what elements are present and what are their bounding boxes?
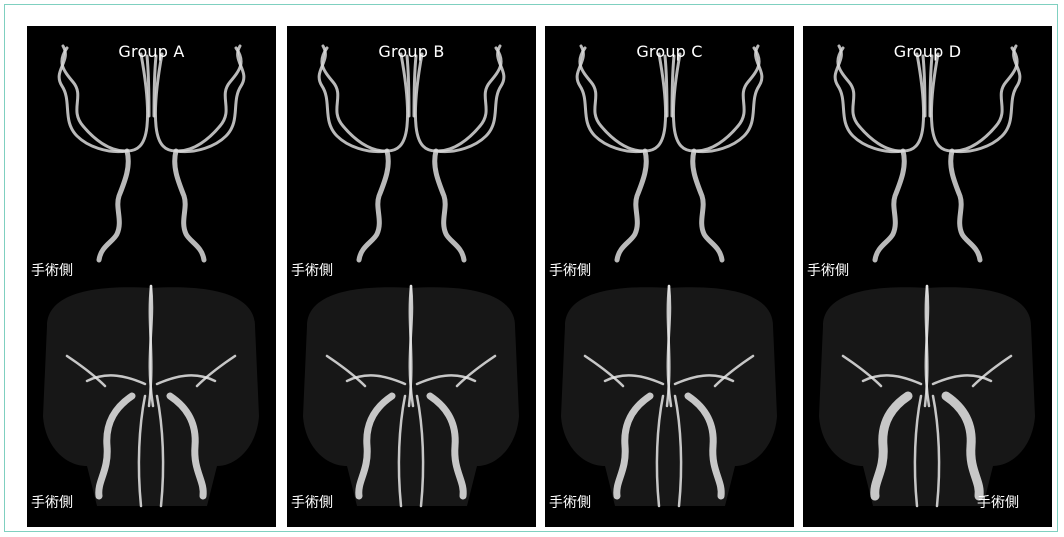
vessel-left: [645, 54, 666, 151]
lower-side-label: 手術側: [291, 492, 333, 512]
vessel-right: [693, 151, 722, 260]
vessel-left: [580, 48, 645, 151]
vessel-right-group: [673, 54, 694, 151]
vessel-left: [359, 151, 388, 260]
vessel-left: [617, 151, 646, 260]
group-title: Group A: [27, 42, 276, 61]
vessel-right-group: [952, 48, 1017, 151]
vessel-left: [387, 54, 408, 151]
vessel-right: [436, 48, 501, 151]
vessel-right: [694, 48, 759, 151]
vessel-left: [838, 48, 903, 151]
vessel-right-group: [931, 54, 952, 151]
vessel-right-group: [175, 151, 204, 260]
group-title: Group D: [803, 42, 1052, 61]
panel-group-d: Group D 手術側 手術側: [803, 26, 1052, 527]
vessel-right-group: [436, 48, 501, 151]
vessel-left: [127, 54, 148, 151]
panel-group-b: Group B 手術側 手術側: [287, 26, 536, 527]
group-title: Group B: [287, 42, 536, 61]
vessel-right: [951, 151, 980, 260]
vessel-left: [62, 48, 127, 151]
panel-group-a: Group A 手術側 手術側: [27, 26, 276, 527]
vessel-left: [99, 151, 128, 260]
vessel-right: [435, 151, 464, 260]
upper-side-label: 手術側: [291, 260, 333, 280]
figure-frame: Group A 手術側 手術側 Group B 手術側 手術側 Group C …: [4, 4, 1058, 532]
vessel-right-group: [694, 48, 759, 151]
vessel-left: [875, 151, 904, 260]
panel-group-c: Group C 手術側 手術側: [545, 26, 794, 527]
vessel-right: [415, 54, 436, 151]
vessel-right: [931, 54, 952, 151]
vessel-right: [155, 54, 176, 151]
lower-side-label: 手術側: [549, 492, 591, 512]
lower-side-label: 手術側: [31, 492, 73, 512]
lower-side-label: 手術側: [977, 492, 1019, 512]
vessel-right-group: [155, 54, 176, 151]
vessel-right-group: [693, 151, 722, 260]
vessel-right-group: [176, 48, 241, 151]
vessel-right: [952, 48, 1017, 151]
upper-side-label: 手術側: [807, 260, 849, 280]
upper-side-label: 手術側: [549, 260, 591, 280]
vessel-right: [673, 54, 694, 151]
vessel-left: [322, 48, 387, 151]
vessel-right: [175, 151, 204, 260]
vessel-right: [176, 48, 241, 151]
upper-side-label: 手術側: [31, 260, 73, 280]
vessel-left: [903, 54, 924, 151]
vessel-right-group: [951, 151, 980, 260]
group-title: Group C: [545, 42, 794, 61]
vessel-right-group: [435, 151, 464, 260]
vessel-right-group: [415, 54, 436, 151]
